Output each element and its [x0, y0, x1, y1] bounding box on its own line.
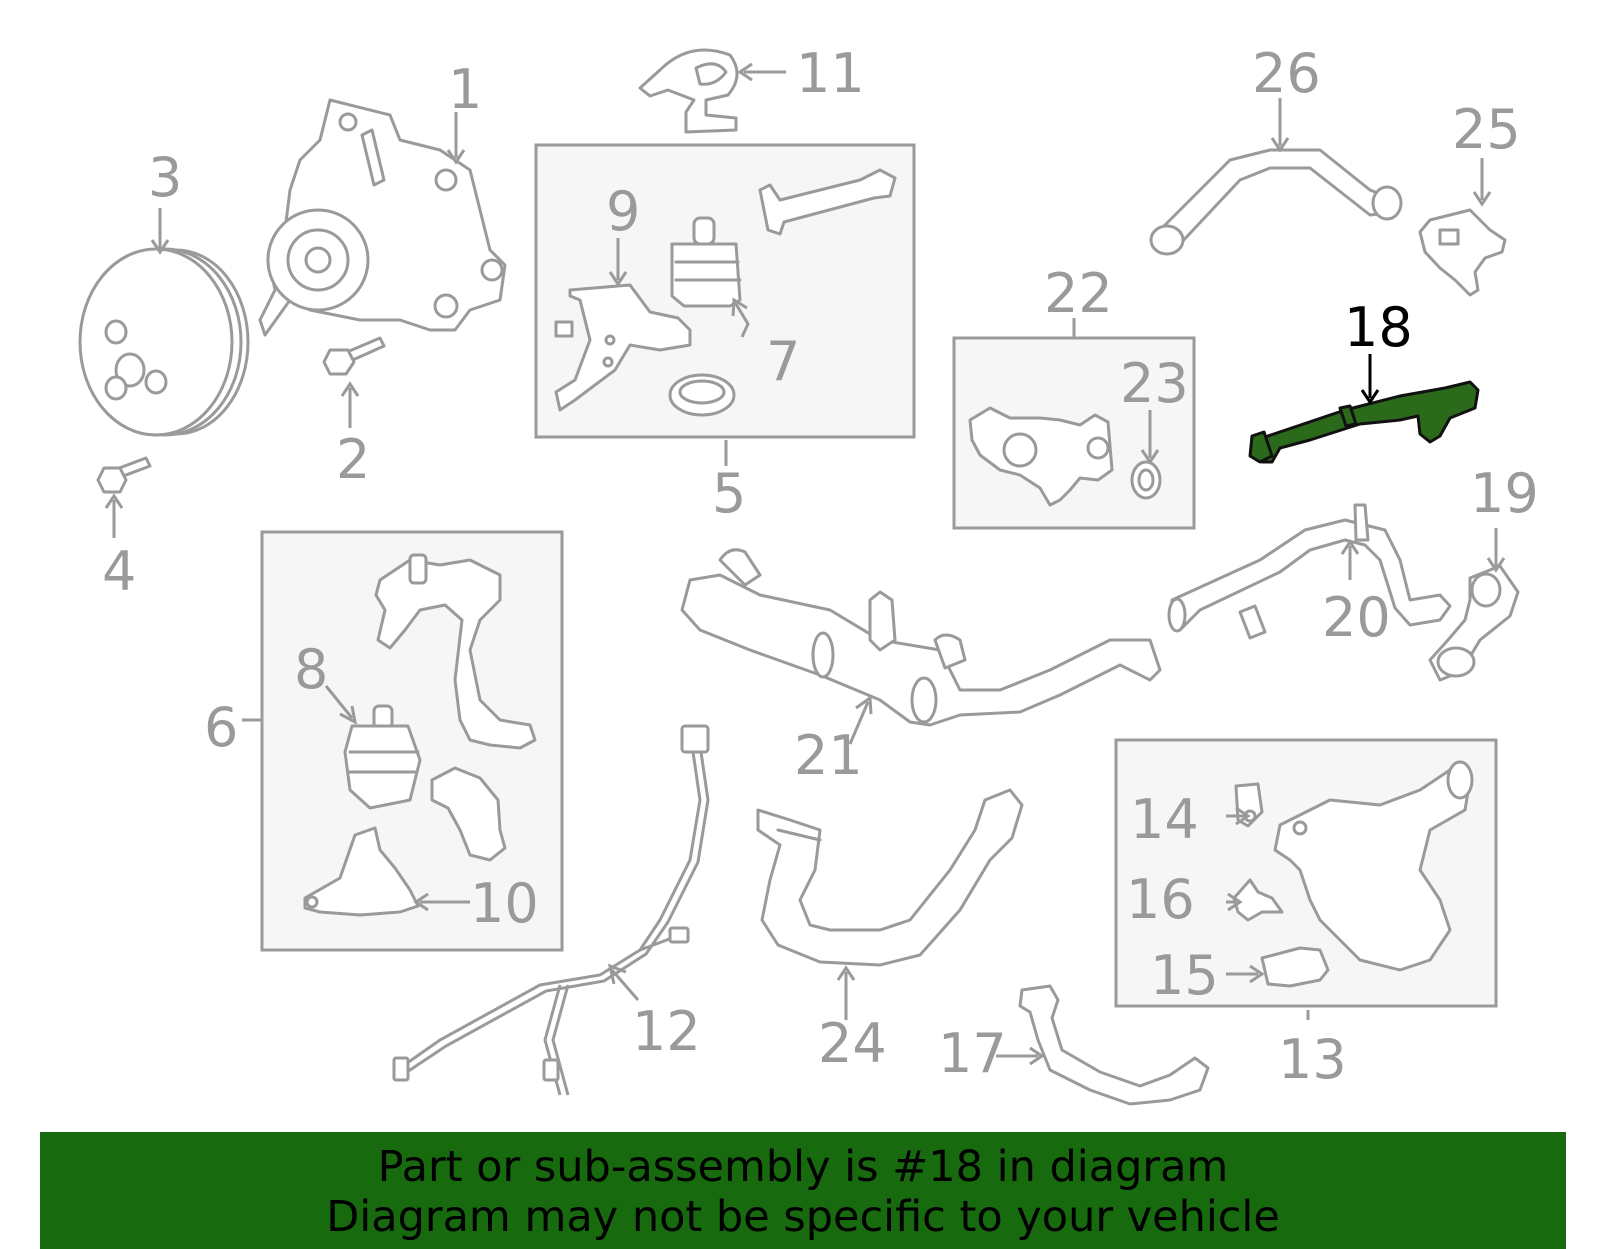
wiring-harness-part-12 [392, 724, 710, 1096]
callout-23: 23 [1120, 352, 1189, 415]
callout-19: 19 [1470, 462, 1539, 525]
bracket-part-10 [303, 826, 420, 917]
leader-lines [104, 62, 1506, 1066]
callout-3: 3 [148, 146, 182, 209]
hose-part-5a [758, 168, 897, 236]
hose-part-6b [430, 766, 507, 862]
banner-line-disclaimer: Diagram may not be specific to your vehi… [326, 1192, 1280, 1242]
callout-21: 21 [794, 724, 863, 787]
hose-part-26 [1149, 148, 1403, 256]
fitting-part-19 [1428, 564, 1520, 682]
callout-24: 24 [818, 1012, 887, 1075]
callout-10: 10 [470, 872, 539, 935]
callout-13: 13 [1278, 1028, 1347, 1091]
clip-part-16 [1232, 878, 1284, 922]
callout-22: 22 [1044, 262, 1113, 325]
clamp-part-11 [638, 48, 739, 134]
bolt-part-2 [322, 336, 386, 376]
callout-2: 2 [336, 428, 370, 491]
callout-11: 11 [796, 42, 865, 105]
pump-part-8 [343, 704, 422, 810]
callout-26: 26 [1252, 42, 1321, 105]
pulley-part-3 [78, 247, 250, 437]
gasket-part-23 [1130, 460, 1162, 500]
callout-15: 15 [1150, 944, 1219, 1007]
housing-part-13 [1273, 760, 1474, 972]
bolt-part-4 [96, 456, 152, 494]
callout-5: 5 [712, 462, 746, 525]
water-pump-part-1 [258, 98, 507, 337]
callout-9: 9 [606, 180, 640, 243]
housing-part-22 [968, 406, 1114, 507]
callout-1: 1 [448, 58, 482, 121]
callout-6: 6 [204, 696, 238, 759]
callout-17: 17 [938, 1022, 1007, 1085]
pipe-part-20 [1167, 503, 1452, 640]
seal-ring-part-5b [668, 373, 736, 417]
callout-12: 12 [632, 1000, 701, 1063]
callout-8: 8 [294, 638, 328, 701]
hose-part-6a [374, 553, 537, 750]
hose-part-18-highlighted [1248, 380, 1480, 464]
callout-4: 4 [102, 540, 136, 603]
electric-pump-part-7 [670, 216, 742, 308]
sensor-part-15 [1260, 946, 1330, 988]
callout-20: 20 [1322, 586, 1391, 649]
callout-7: 7 [766, 330, 800, 393]
connector-part-25 [1418, 208, 1507, 297]
callout-16: 16 [1126, 868, 1195, 931]
hose-part-17 [1018, 984, 1210, 1106]
hose-part-24 [756, 788, 1024, 967]
pipe-part-21 [680, 548, 1162, 727]
callout-14: 14 [1130, 788, 1199, 851]
bracket-part-9 [554, 283, 692, 412]
banner-line-part-number: Part or sub-assembly is #18 in diagram [377, 1142, 1229, 1192]
callout-25: 25 [1452, 98, 1521, 161]
callout-18-highlighted: 18 [1344, 296, 1413, 359]
part-info-banner: Part or sub-assembly is #18 in diagram D… [40, 1132, 1566, 1249]
